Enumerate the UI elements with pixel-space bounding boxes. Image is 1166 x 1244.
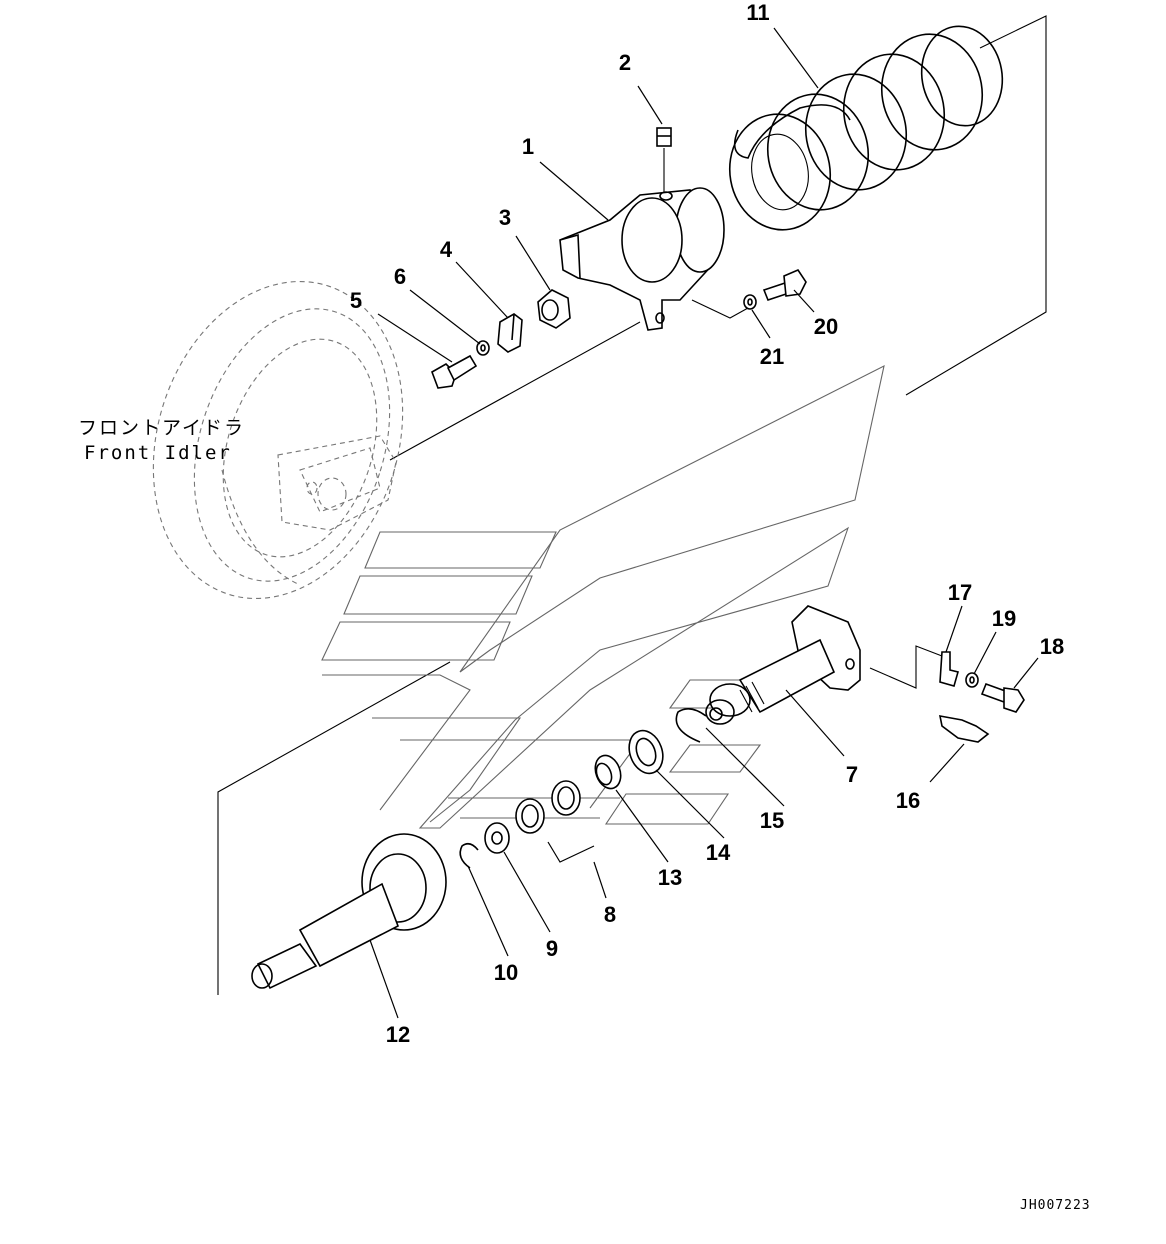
fitting-16: [938, 715, 990, 743]
yoke: [559, 187, 725, 331]
callout-8: 8: [604, 902, 616, 927]
drawing-code: JH007223: [1020, 1198, 1091, 1213]
callout-15: 15: [760, 808, 784, 833]
washer-6: [476, 340, 490, 356]
callout-4: 4: [440, 237, 453, 262]
washer-9: [484, 822, 510, 854]
caption-english: Front Idler: [84, 442, 232, 464]
callout-12: 12: [386, 1022, 410, 1047]
idler-shaft-12: [251, 833, 447, 990]
bolt-5: [431, 354, 478, 389]
grease-nipple: [656, 127, 672, 192]
callout-11: 11: [746, 0, 769, 25]
callout-numbers: 1 2 3 4 5 6 7 8 9 10 11 12 13 14 15 16 1…: [350, 0, 1064, 1047]
callout-5: 5: [350, 288, 362, 313]
washer-19: [965, 672, 979, 688]
callout-17: 17: [948, 580, 972, 605]
bearing-14: [628, 729, 664, 775]
caption-japanese: フロントアイドラ: [78, 417, 245, 439]
assembly-boundary-lines: [217, 15, 1047, 995]
bracket-17: [869, 645, 959, 689]
snap-ring-10: [459, 842, 479, 869]
seal-13: [594, 754, 622, 790]
idler-shaft-assembly: [705, 605, 861, 725]
nut: [537, 289, 571, 329]
callout-13: 13: [658, 865, 682, 890]
callout-20: 20: [814, 314, 838, 339]
bushings-8: [515, 780, 595, 863]
front-idler-wheel: [152, 280, 404, 600]
bolt-20: [762, 269, 807, 301]
callout-7: 7: [846, 762, 858, 787]
callout-3: 3: [499, 205, 511, 230]
callout-6: 6: [394, 264, 406, 289]
leader-lines: [369, 27, 1039, 1019]
recoil-spring: [728, 25, 1004, 231]
plate: [497, 313, 523, 353]
callout-21: 21: [760, 344, 784, 369]
callout-18: 18: [1040, 634, 1064, 659]
ring-15: [675, 708, 707, 743]
washer-21: [743, 294, 757, 310]
callout-10: 10: [494, 960, 518, 985]
callout-1: 1: [522, 134, 534, 159]
callout-19: 19: [992, 606, 1016, 631]
callout-16: 16: [896, 788, 920, 813]
callout-2: 2: [619, 50, 631, 75]
bolt-18: [980, 682, 1025, 713]
callout-14: 14: [706, 840, 731, 865]
callout-9: 9: [546, 936, 558, 961]
